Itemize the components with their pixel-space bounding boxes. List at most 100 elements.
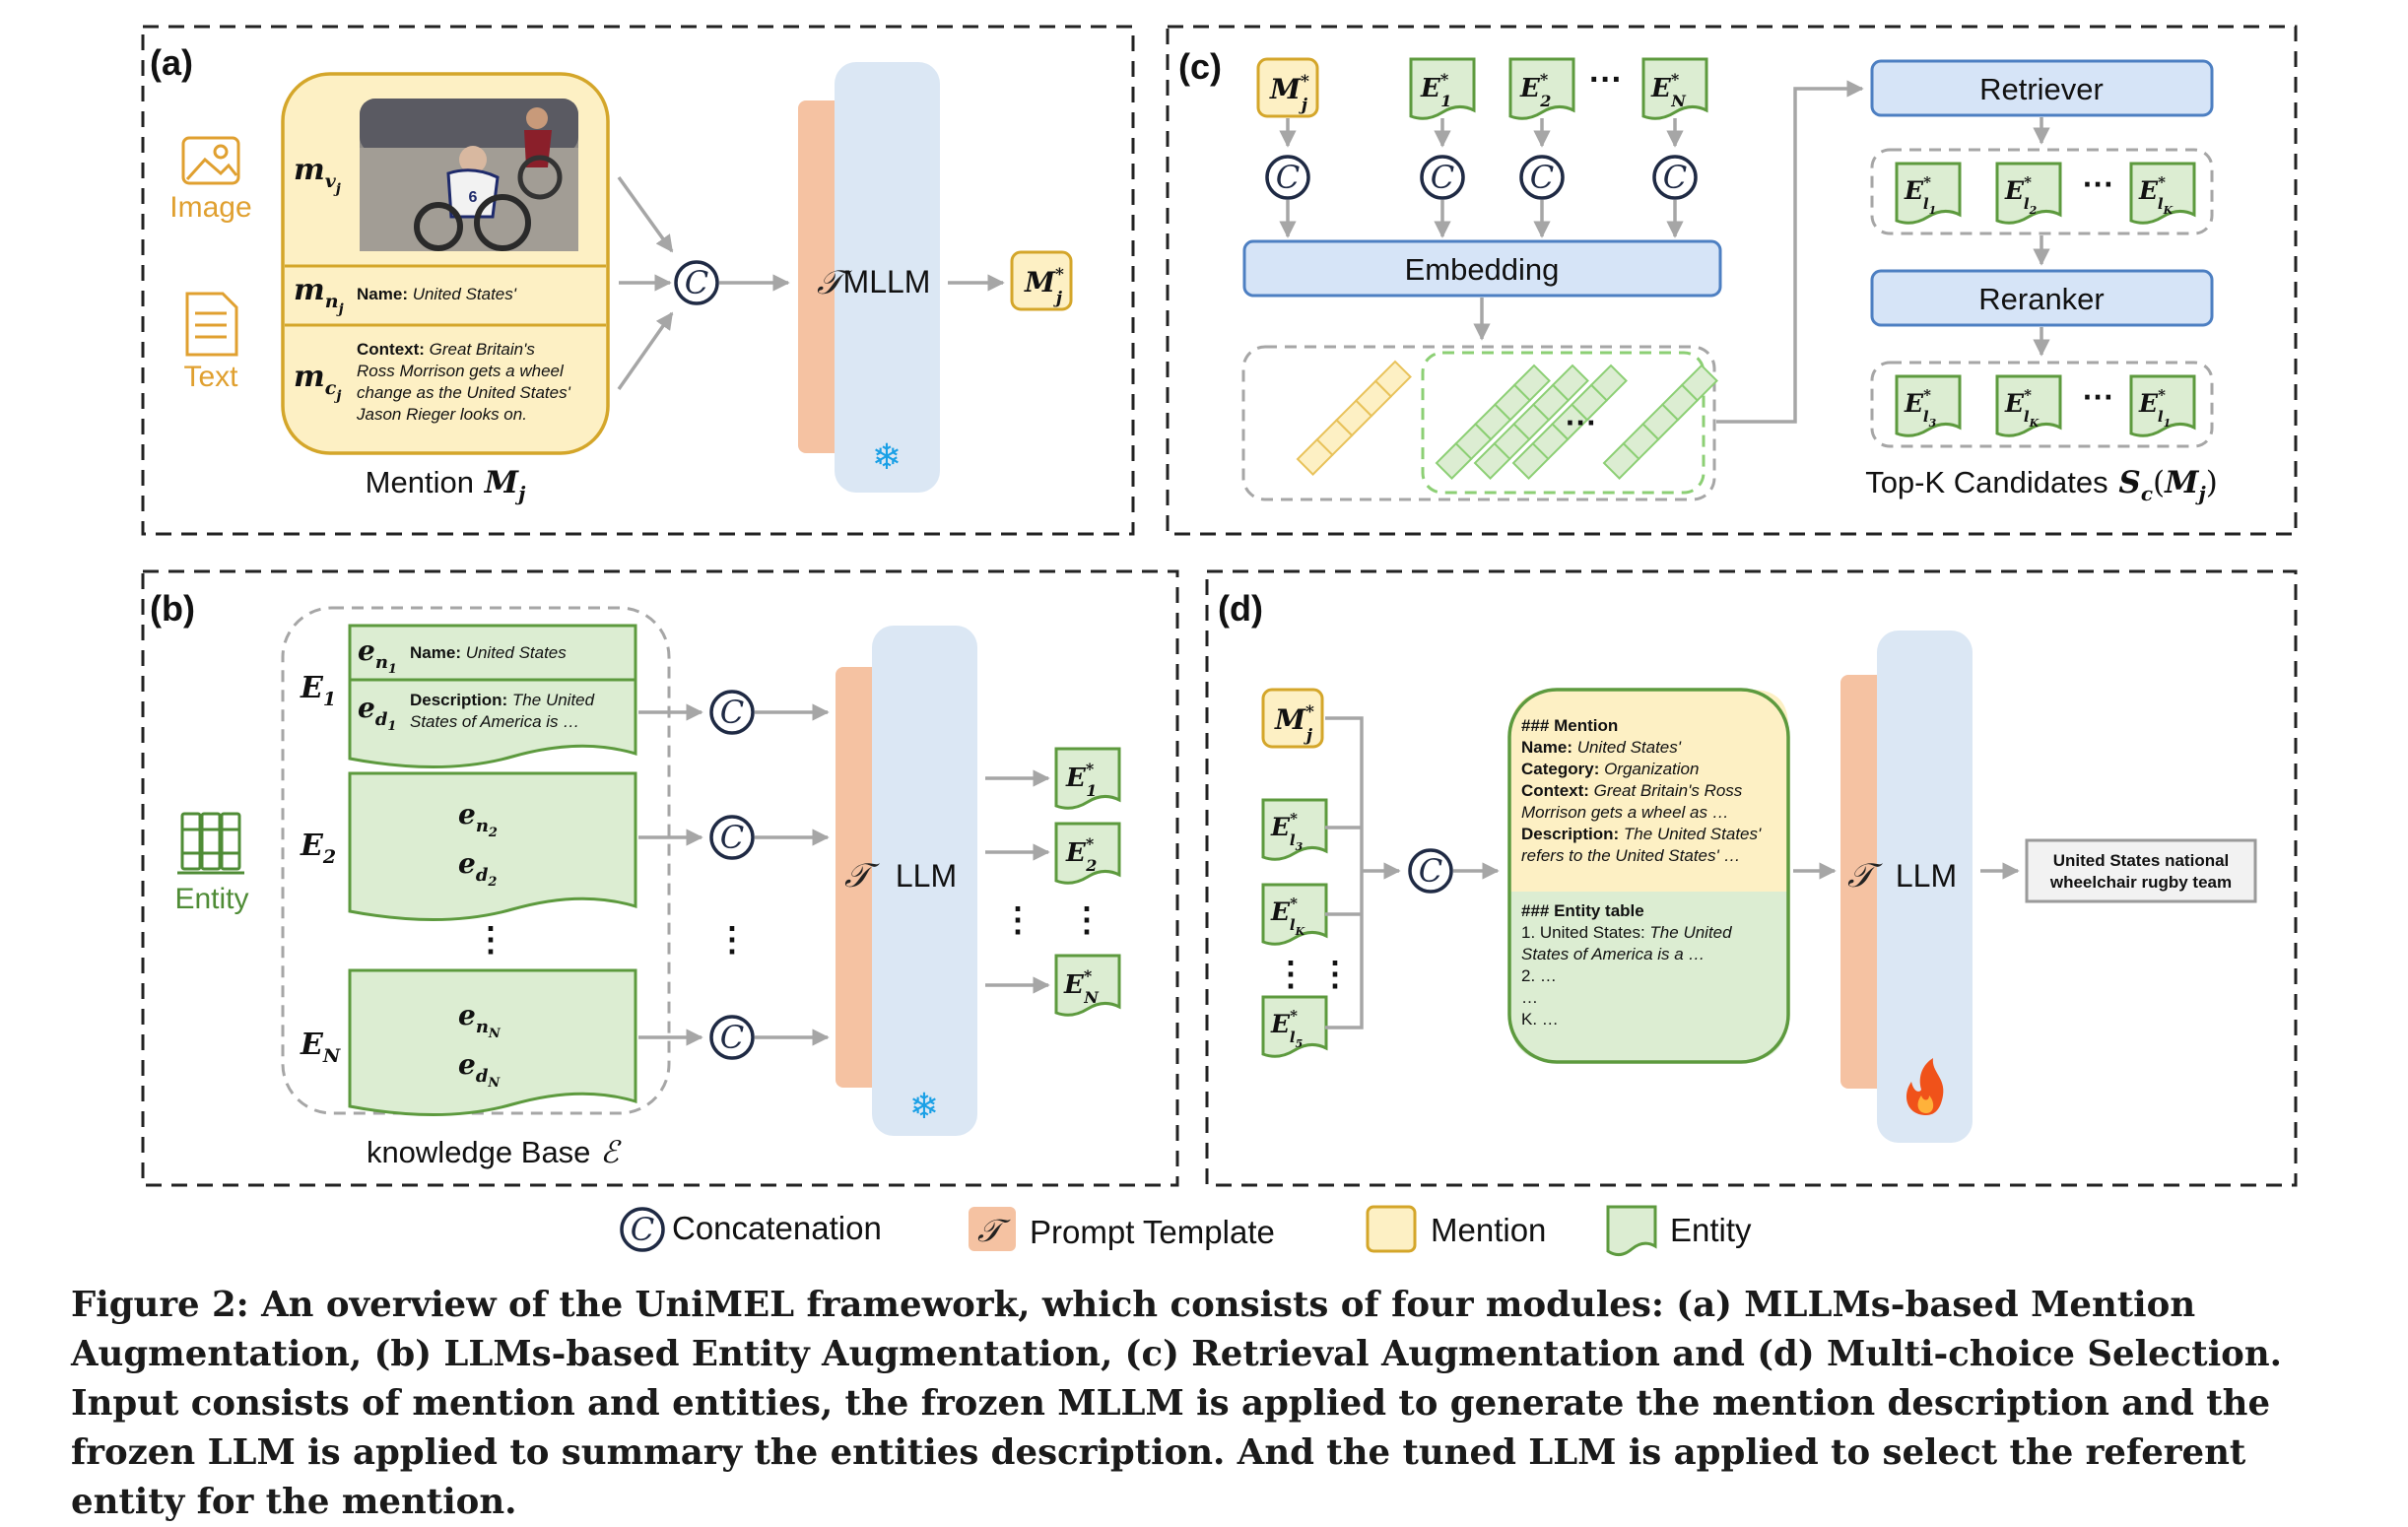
wheelchair-rugby-photo: 6 [360,99,578,251]
hdots-c-top: ··· [1589,61,1623,99]
mention-name-line: Name: United States' [357,285,517,303]
d-entity-row-4: K. … [1521,1010,1559,1029]
d-entity-row-3: … [1521,988,1538,1007]
d-entity-row-2: 2. … [1521,966,1557,985]
concat-icon-c-4 [1652,155,1698,200]
vdots-d-1: ⋮ [1274,956,1307,993]
d-description-line-2: refers to the United States' … [1521,846,1740,865]
mention-card: 6 mvj mnj Name: United States' mcj Conte… [281,72,610,455]
text-label: Text [183,361,238,393]
output-entity-box: United States national wheelchair rugby … [2025,838,2257,903]
mention-context-line-4: Jason Rieger looks on. [356,405,527,424]
output-line-1: United States national [2053,851,2230,870]
concat-icon-b-2 [709,815,755,860]
d-category-line: Category: Organization [1521,760,1699,778]
entity-vector-3 [1511,364,1628,480]
mention-context-line-3: change as the United States' [357,383,571,402]
d-context-line-1: Context: Great Britain's Ross [1521,781,1743,800]
mention-context-line-2: Ross Morrison gets a wheel [357,362,565,380]
d-entity-header: ### Entity table [1521,901,1644,920]
entity-doc-l5-d: E*l5 [1261,995,1328,1058]
legend-mention-label: Mention [1431,1212,1546,1248]
framework-diagram: C (a) Image Text [141,25,2298,1256]
mention-caption: Mention Mj [366,465,526,505]
entity-card-e1: en1 ed1 Name: United States Description:… [348,624,637,769]
panel-b-label: (b) [150,588,195,629]
llm-label-b: LLM [896,858,957,894]
entity-doc-l3-d: E*l3 [1261,798,1328,861]
hdots-reranked: ··· [2083,379,2114,415]
entity-label: Entity [174,883,248,915]
concat-icon-b-1 [709,690,755,735]
entity-doc-e2-b: E*2 [1054,822,1121,885]
snowflake-icon-a: ❄ [872,436,902,477]
e2-symbol: E2 [300,829,336,868]
output-line-2: wheelchair rugby team [2049,873,2232,892]
d-context-line-2: Morrison gets a wheel as … [1521,803,1729,822]
e1-desc-line-1: Description: The United [410,691,595,709]
entity-doc-e2-c: E*2 [1508,57,1575,120]
image-icon [181,136,240,185]
d-mention-header: ### Mention [1521,716,1618,735]
concat-icon-b-3 [709,1015,755,1060]
panel-c: (c) M*j E*1 E*2 ··· E*N [1166,25,2298,536]
legend-concat-icon [620,1207,665,1252]
legend-prompt-label: Prompt Template [1030,1214,1275,1250]
vdots-output-b-1: ⋮ [1001,901,1035,939]
legend-entity-label: Entity [1670,1212,1752,1248]
prompt-template-bar-d [1840,675,1888,1089]
retriever-box [1870,59,2214,117]
e1-desc-line-2: States of America is … [410,712,579,731]
panel-a: (a) Image Text [141,25,1135,536]
prompt-template-bar-a [798,100,845,453]
concat-icon-c-3 [1519,155,1565,200]
embedding-vectors-area [1241,345,1716,501]
concat-icon-a [674,260,719,305]
entity-doc-l3: E*l3 [1895,374,1962,437]
entity-doc-l1: E*l1 [1895,162,1962,225]
d-entity-row-1b: States of America is a … [1521,945,1705,963]
jersey-number: 6 [469,189,478,206]
llm-block-d [1877,631,1973,1143]
d-entity-row-1: 1. United States: The United [1521,923,1732,942]
panel-b: (b) Entity E1 en1 ed1 Name: United State… [141,569,1179,1187]
topk-caption: Top-K Candidates Sc(Mj) [1865,465,2218,505]
reranker-box [1870,269,2214,327]
entity-doc-lk-reranked: E*lK [1995,374,2062,437]
entity-vectors-area [1421,351,1706,495]
entity-doc-lk: E*lK [2129,162,2196,225]
entity-card-e2: en2 ed2 [348,771,637,922]
fire-icon [1906,1058,1944,1115]
d-name-line: Name: United States' [1521,738,1682,757]
reranked-candidates [1870,361,2214,448]
vdots-output-b-2: ⋮ [1070,901,1104,939]
panel-d: (d) M*j E*l3 E*lK ⋮ ⋮ E*l5 [1205,569,2298,1187]
retrieved-candidates [1870,148,2214,235]
vdots-concat-b: ⋮ [715,921,749,959]
entity-doc-e1-b: E*1 [1054,747,1121,810]
legend-entity-swatch [1606,1205,1657,1256]
panel-a-label: (a) [150,42,193,83]
mention-star-d: M*j [1261,688,1324,749]
reranker-label: Reranker [1978,282,2105,316]
entity-vector-2 [1473,364,1589,480]
retriever-label: Retriever [1979,72,2104,106]
prompt-card-d: ### Mention Name: United States' Categor… [1507,688,1790,1064]
text-doc-icon [185,292,238,357]
vdots-d-2: ⋮ [1318,956,1352,993]
prompt-template-bar-b [836,667,883,1088]
snowflake-icon-b: ❄ [909,1086,939,1126]
figure-caption: Figure 2: An overview of the UniMEL fram… [71,1285,2283,1522]
mention-star-c: M*j [1256,57,1319,118]
entity-doc-lk-d: E*lK [1261,883,1328,946]
e1-name-line: Name: United States [410,643,567,662]
d-description-line-1: Description: The United States' [1521,825,1762,843]
entity-vector-n [1602,364,1718,480]
mention-context-line-1: Context: Great Britain's [357,340,535,359]
entity-card-en: enN edN [348,968,637,1117]
entity-doc-en-c: E*N [1641,57,1708,120]
mllm-label: MLLM [843,264,931,299]
panel-d-label: (d) [1218,588,1263,629]
entity-doc-l2: E*l2 [1995,162,2062,225]
image-label: Image [169,191,251,224]
